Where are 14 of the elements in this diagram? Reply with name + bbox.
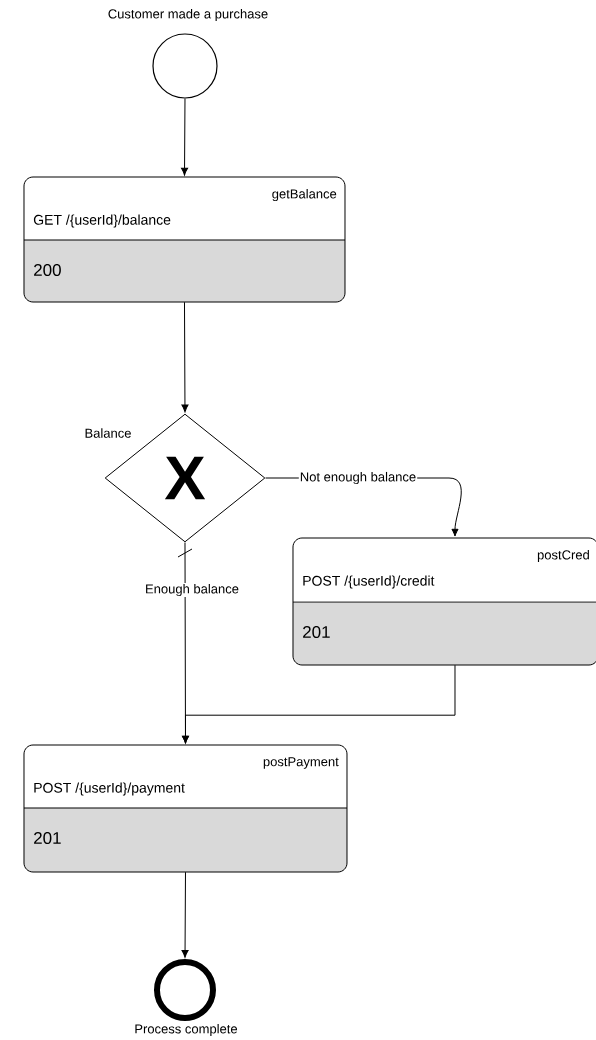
arrow [181,871,189,958]
edge-label: Enough balance [144,582,240,598]
edge-label: Not enough balance [298,470,418,486]
api-box: postCred POST /{userId}/credit 201 [292,537,596,666]
event-label: Process complete [135,1023,238,1037]
api-box: getBalance GET /{userId}/balance 200 [23,176,346,303]
event-label: Balance [85,428,131,438]
event-label: Customer made a purchase [108,8,268,22]
arrow [181,98,189,176]
api-box: postPayment POST /{userId}/payment 201 [23,744,348,873]
end-event-circle [154,959,216,1021]
start-event-circle [152,33,218,99]
arrow [181,664,456,744]
arrow [181,301,189,413]
